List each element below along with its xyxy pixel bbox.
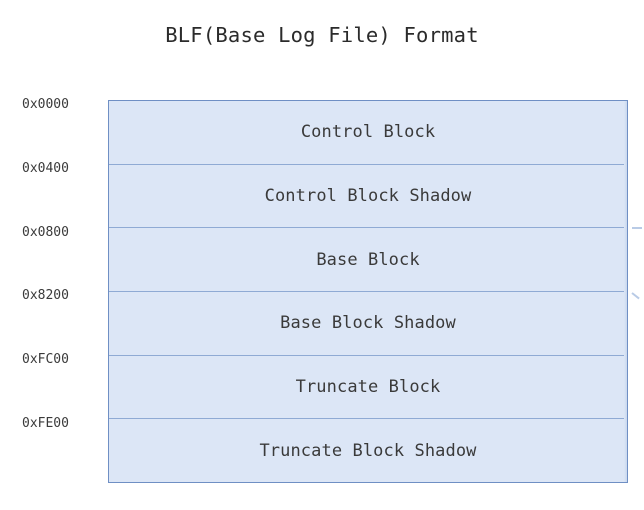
block-label-control-block: Control Block	[300, 122, 436, 143]
block-row: Control Block	[109, 101, 627, 165]
block-row: Base Block Shadow	[109, 292, 627, 356]
block-label-control-block-shadow: Control Block Shadow	[264, 186, 472, 206]
address-label-5: 0xFE00	[22, 416, 69, 431]
block-label-truncate-block-shadow: Truncate Block Shadow	[259, 440, 477, 461]
page-title: BLF(Base Log File) Format	[165, 23, 479, 47]
edge-artifact-dash	[632, 227, 642, 229]
block-row: Base Block	[109, 228, 627, 293]
block-row: Truncate Block Shadow	[109, 419, 627, 483]
address-label-2: 0x0800	[22, 225, 69, 240]
block-row: Control Block Shadow	[109, 164, 627, 229]
block-label-base-block-shadow: Base Block Shadow	[280, 313, 456, 334]
memory-layout-table: Control Block Control Block Shadow Base …	[108, 100, 628, 483]
address-label-0: 0x0000	[22, 97, 69, 112]
address-offset-column: 0x0000 0x0400 0x0800 0x8200 0xFC00 0xFE0…	[0, 0, 108, 510]
block-label-base-block: Base Block	[316, 249, 420, 270]
address-label-4: 0xFC00	[22, 352, 69, 367]
address-label-3: 0x8200	[22, 288, 69, 303]
block-row: Truncate Block	[109, 355, 627, 420]
edge-artifact-tick	[631, 292, 640, 300]
address-label-1: 0x0400	[22, 161, 69, 176]
block-label-truncate-block: Truncate Block	[295, 377, 441, 398]
